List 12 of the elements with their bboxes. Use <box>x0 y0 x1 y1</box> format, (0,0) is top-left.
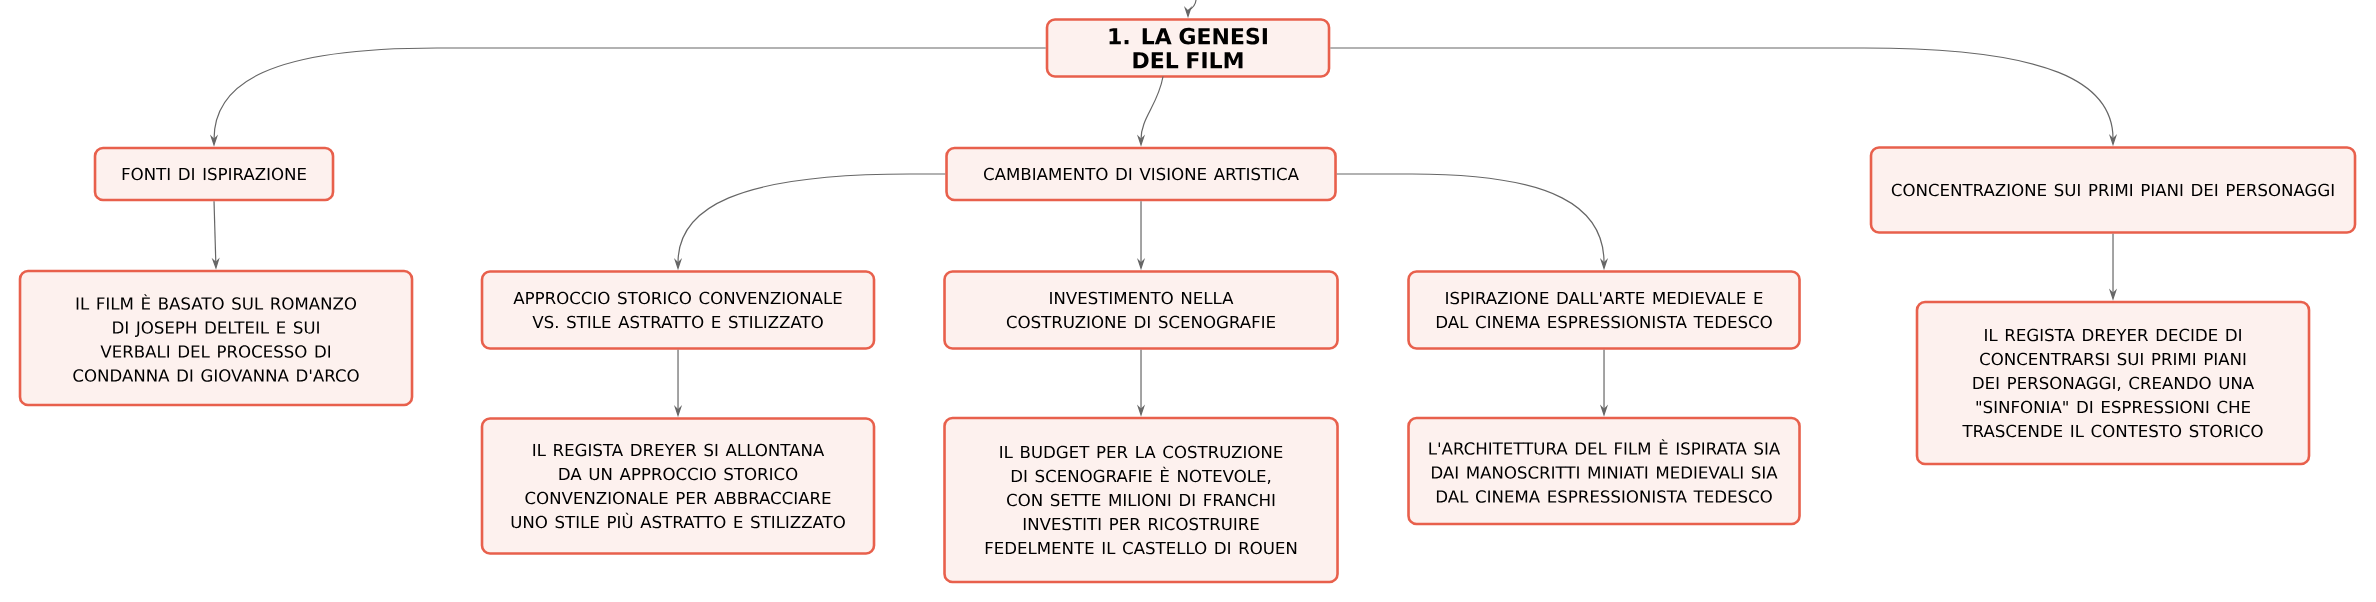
topic-box: APPROCCIO STORICO CONVENZIONALE VS. STILE ASTRATTO E STILIZZATO <box>480 270 876 350</box>
topic-box: INVESTIMENTO NELLA COSTRUZIONE DI SCENOGRAFIE <box>943 270 1339 350</box>
topic-box: CONCENTRAZIONE SUI PRIMI PIANI DEI PERSONAGGI <box>1869 146 2357 234</box>
topic-box: CAMBIAMENTO DI VISIONE ARTISTICA <box>945 146 1337 202</box>
topic-box: IL BUDGET PER LA COSTRUZIONE DI SCENOGRAFIE È NOTEVOLE, CON SETTE MILIONI DI FRANCHI INVESTITI PER RICOSTRUIRE FEDELMENTE IL CASTELLO DI ROUEN <box>943 416 1339 584</box>
topic-box: FONTI DI ISPIRAZIONE <box>93 146 335 202</box>
title-box: 1. LA GENESI DEL FILM <box>1045 18 1331 78</box>
topic-box: IL REGISTA DREYER DECIDE DI CONCENTRARSI SUI PRIMI PIANI DEI PERSONAGGI, CREANDO UNA "SINFONIA" DI ESPRESSIONI CHE TRASCENDE IL CONTESTO STORICO <box>1915 300 2311 466</box>
topic-box: IL FILM È BASATO SUL ROMANZO DI JOSEPH DELTEIL E SUI VERBALI DEL PROCESSO DI CONDANNA DI GIOVANNA D'ARCO <box>18 269 414 407</box>
topic-box: ISPIRAZIONE DALL'ARTE MEDIEVALE E DAL CINEMA ESPRESSIONISTA TEDESCO <box>1407 270 1801 350</box>
topic-box: IL REGISTA DREYER SI ALLONTANA DA UN APPROCCIO STORICO CONVENZIONALE PER ABBRACCIARE UNO STILE PIÙ ASTRATTO E STILIZZATO <box>480 417 876 555</box>
topic-box: L'ARCHITETTURA DEL FILM È ISPIRATA SIA DAI MANOSCRITTI MINIATI MEDIEVALI SIA DAL CINEMA ESPRESSIONISTA TEDESCO <box>1407 416 1801 526</box>
